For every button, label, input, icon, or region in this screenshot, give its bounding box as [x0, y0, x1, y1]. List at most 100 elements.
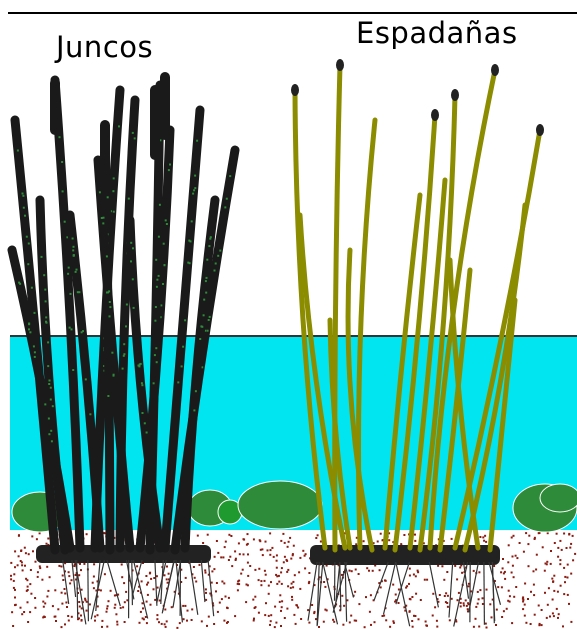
soil-speckle — [166, 578, 168, 580]
soil-speckle — [341, 595, 343, 597]
juncos-speckle — [194, 175, 196, 177]
soil-speckle — [524, 604, 526, 606]
juncos-speckle — [203, 299, 205, 301]
soil-speckle — [552, 599, 554, 601]
juncos-speckle — [224, 206, 226, 208]
soil-speckle — [389, 626, 391, 628]
soil-speckle — [225, 541, 227, 543]
soil-speckle — [86, 610, 88, 612]
juncos-speckle — [50, 387, 52, 389]
soil-speckle — [527, 543, 529, 545]
soil-speckle — [502, 558, 504, 560]
soil-speckle — [281, 567, 283, 569]
soil-speckle — [506, 608, 508, 610]
soil-speckle — [291, 583, 293, 585]
juncos-speckle — [45, 316, 47, 318]
juncos-speckle — [71, 328, 73, 330]
soil-speckle — [351, 570, 353, 572]
soil-speckle — [420, 599, 422, 601]
soil-speckle — [52, 605, 54, 607]
soil-speckle — [69, 582, 71, 584]
soil-speckle — [247, 575, 249, 577]
soil-speckle — [68, 620, 70, 622]
soil-speckle — [274, 606, 276, 608]
soil-speckle — [467, 602, 469, 604]
soil-speckle — [247, 562, 249, 564]
juncos-speckle — [44, 403, 46, 405]
soil-speckle — [550, 563, 552, 565]
juncos-speckle — [73, 246, 75, 248]
soil-speckle — [274, 626, 276, 628]
soil-speckle — [284, 542, 286, 544]
juncos-speckle — [64, 221, 66, 223]
soil-speckle — [24, 565, 26, 567]
soil-speckle — [466, 605, 468, 607]
soil-speckle — [363, 540, 365, 542]
soil-speckle — [240, 573, 242, 575]
juncos-speckle — [184, 319, 186, 321]
soil-speckle — [534, 537, 536, 539]
soil-speckle — [283, 561, 285, 563]
soil-speckle — [444, 595, 446, 597]
soil-speckle — [61, 603, 63, 605]
soil-speckle — [355, 569, 357, 571]
soil-speckle — [519, 542, 521, 544]
soil-speckle — [242, 569, 244, 571]
soil-speckle — [64, 623, 66, 625]
juncos-speckle — [210, 236, 212, 238]
soil-speckle — [299, 557, 301, 559]
soil-speckle — [564, 581, 566, 583]
soil-speckle — [104, 573, 106, 575]
juncos-speckle — [130, 242, 132, 244]
soil-speckle — [186, 620, 188, 622]
soil-speckle — [456, 578, 458, 580]
espadanas-tip — [491, 64, 499, 76]
soil-speckle — [365, 596, 367, 598]
soil-speckle — [414, 615, 416, 617]
juncos-speckle — [194, 187, 196, 189]
soil-speckle — [426, 579, 428, 581]
soil-speckle — [415, 575, 417, 577]
soil-speckle — [467, 585, 469, 587]
juncos-speckle — [51, 440, 53, 442]
soil-speckle — [37, 571, 39, 573]
soil-speckle — [14, 597, 16, 599]
juncos-speckle — [109, 306, 111, 308]
soil-speckle — [205, 588, 207, 590]
soil-speckle — [463, 602, 465, 604]
soil-speckle — [124, 601, 126, 603]
soil-speckle — [366, 567, 368, 569]
soil-speckle — [280, 571, 282, 573]
soil-speckle — [124, 621, 126, 623]
juncos-speckle — [156, 279, 158, 281]
soil-speckle — [279, 601, 281, 603]
soil-speckle — [205, 599, 207, 601]
soil-speckle — [254, 596, 256, 598]
soil-speckle — [568, 533, 570, 535]
juncos-speckle — [85, 378, 87, 380]
soil-speckle — [460, 602, 462, 604]
juncos-speckle — [113, 375, 115, 377]
soil-speckle — [27, 601, 29, 603]
juncos-speckle — [215, 263, 217, 265]
soil-speckle — [268, 585, 270, 587]
soil-speckle — [239, 553, 241, 555]
soil-speckle — [228, 534, 230, 536]
soil-speckle — [437, 565, 439, 567]
soil-speckle — [101, 626, 103, 628]
juncos-speckle — [69, 327, 71, 329]
soil-speckle — [271, 547, 273, 549]
soil-speckle — [502, 567, 504, 569]
soil-speckle — [454, 565, 456, 567]
juncos-speckle — [154, 354, 156, 356]
soil-speckle — [39, 565, 41, 567]
soil-speckle — [324, 586, 326, 588]
soil-speckle — [246, 544, 248, 546]
soil-speckle — [245, 601, 247, 603]
soil-speckle — [164, 574, 166, 576]
juncos-speckle — [132, 247, 134, 249]
soil-speckle — [77, 618, 79, 620]
soil-speckle — [68, 575, 70, 577]
soil-speckle — [289, 537, 291, 539]
soil-speckle — [497, 586, 499, 588]
